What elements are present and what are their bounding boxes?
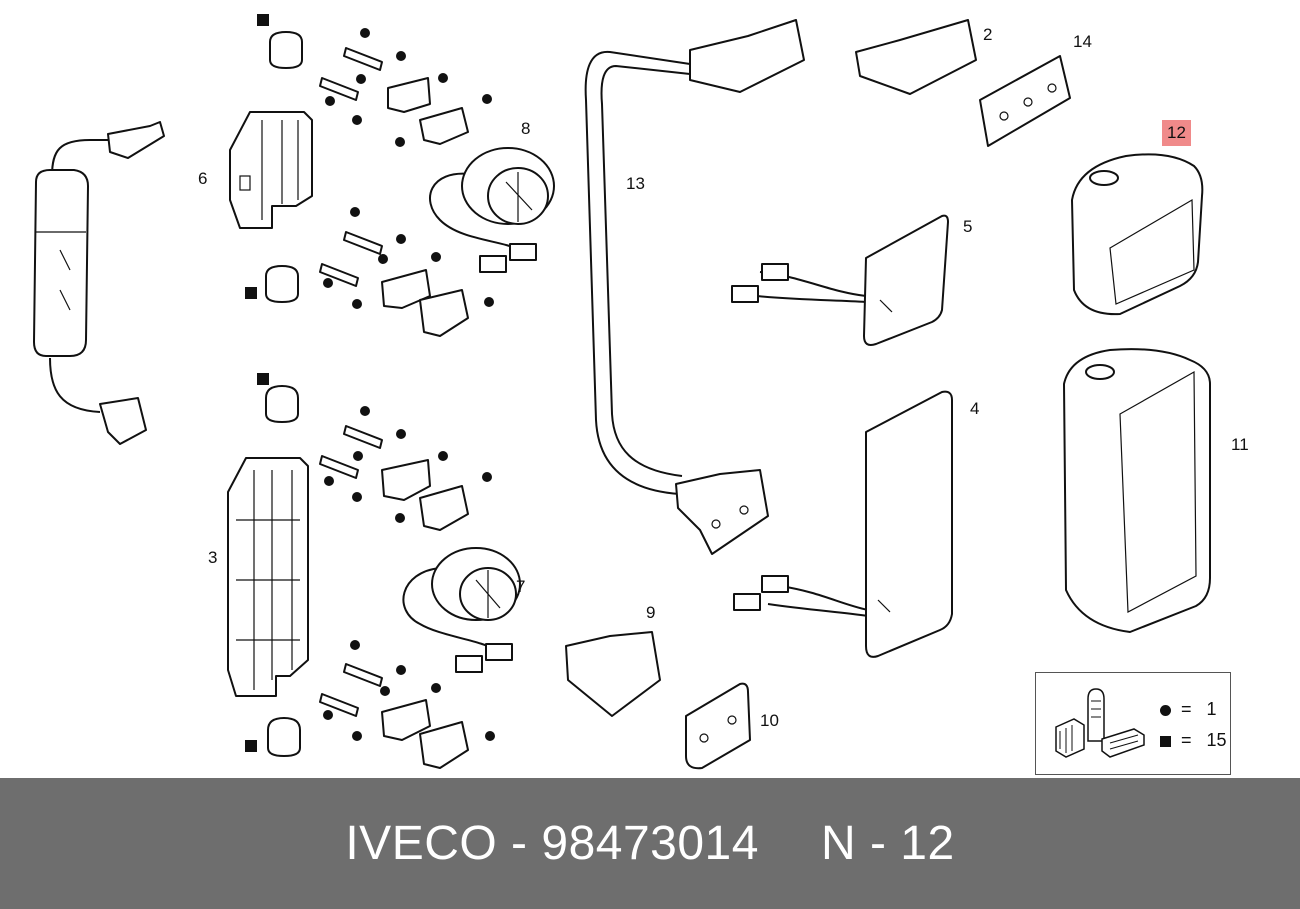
label-part-7: 7 [516, 577, 525, 596]
legend-dot-value: 1 [1206, 699, 1217, 719]
legend-box: = 1 = 15 [1035, 672, 1231, 775]
dot-marker-icon [1160, 704, 1171, 716]
cap-2 [855, 19, 977, 95]
label-part-4: 4 [970, 399, 979, 418]
label-part-13: 13 [626, 174, 645, 193]
cap-9 [565, 631, 661, 717]
label-part-9: 9 [646, 603, 655, 622]
exploded-parts-diagram: 2 14 8 6 13 5 4 11 3 7 9 10 [33, 14, 1249, 770]
footer-banner: IVECO - 98473014 N - 12 [0, 778, 1300, 909]
bracket-3 [227, 457, 309, 697]
square-marker-icon [1160, 735, 1171, 747]
hardware-middle-group [245, 207, 494, 337]
hardware-top-group [257, 14, 492, 147]
mirror-housing-11 [1063, 348, 1211, 633]
hardware-lower-group [257, 373, 492, 531]
legend-square-value: 15 [1206, 730, 1227, 750]
label-part-10: 10 [760, 711, 779, 730]
label-part-6: 6 [198, 169, 207, 188]
footer-brand-part-number: IVECO - 98473014 [345, 817, 759, 870]
label-part-8: 8 [521, 119, 530, 138]
mirror-glass-5 [731, 214, 949, 346]
plate-14 [979, 55, 1071, 147]
legend-dot-equals: = [1181, 699, 1192, 719]
wrench-icon [1055, 688, 1145, 758]
connector-7 [402, 547, 521, 673]
label-part-2: 2 [983, 25, 992, 44]
footer-diagram-ref: N - 12 [820, 817, 955, 870]
legend-square-equals: = [1181, 730, 1192, 750]
hardware-bottom-group [245, 640, 495, 769]
label-part-14: 14 [1073, 32, 1092, 51]
label-part-5: 5 [963, 217, 972, 236]
label-part-11: 11 [1231, 435, 1249, 454]
small-mirror-assembly [33, 121, 165, 445]
mirror-arm-13 [584, 19, 805, 555]
mirror-glass-4 [733, 390, 953, 658]
connector-8 [429, 147, 555, 273]
highlighted-part-label: 12 [1162, 120, 1191, 146]
legend-row-dot: = 1 [1160, 699, 1217, 720]
legend-row-square: = 15 [1160, 730, 1227, 751]
mirror-housing-12 [1071, 153, 1204, 316]
plate-10 [685, 682, 751, 770]
bracket-6 [229, 111, 313, 229]
label-part-3: 3 [208, 548, 217, 567]
